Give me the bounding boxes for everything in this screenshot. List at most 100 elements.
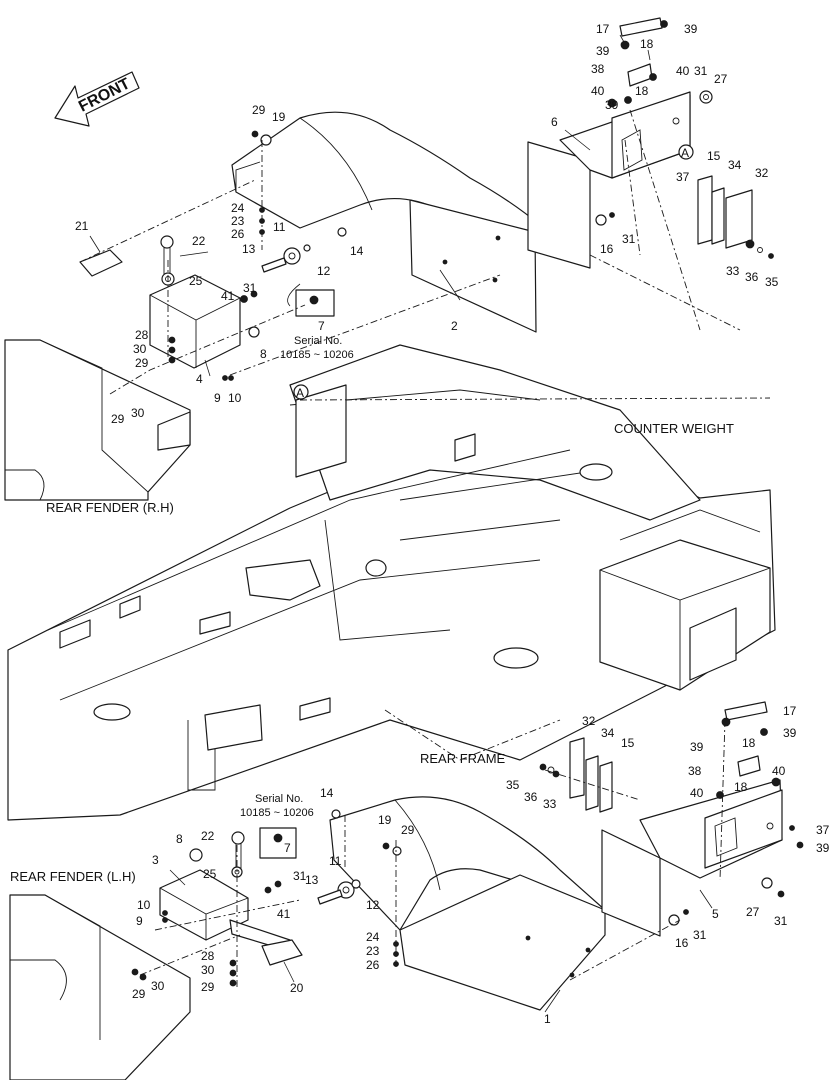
callout: 1 bbox=[544, 1012, 551, 1026]
callout: 13 bbox=[242, 242, 256, 256]
callout: 29 bbox=[132, 987, 146, 1001]
callout: 33 bbox=[726, 264, 740, 278]
callout: 22 bbox=[192, 234, 206, 248]
rear-fender-lh-body bbox=[9, 894, 191, 1080]
callout: 37 bbox=[676, 170, 690, 184]
callout: 29 bbox=[135, 356, 149, 370]
callout: 5 bbox=[712, 907, 719, 921]
callout: 36 bbox=[524, 790, 538, 804]
callout: 23 bbox=[366, 944, 380, 958]
callout: 12 bbox=[366, 898, 380, 912]
callout: 15 bbox=[707, 149, 721, 163]
callout: 8 bbox=[260, 347, 267, 361]
callout: 21 bbox=[75, 219, 89, 233]
serial-note-lower-title: Serial No. bbox=[255, 793, 303, 805]
callout: 18 bbox=[635, 84, 649, 98]
callout: 32 bbox=[755, 166, 769, 180]
callout: 38 bbox=[591, 62, 605, 76]
callout: 28 bbox=[201, 949, 215, 963]
callout: 32 bbox=[582, 714, 596, 728]
callout: 31 bbox=[622, 232, 636, 246]
callout: 16 bbox=[675, 936, 689, 950]
callout: 33 bbox=[543, 797, 557, 811]
rear-fender-rh-part bbox=[231, 111, 541, 333]
serial-note-lower: Serial No. 10185 ~ 10206 7 bbox=[240, 793, 314, 855]
callout: 19 bbox=[272, 110, 286, 124]
callout: 31 bbox=[243, 281, 257, 295]
callout: 12 bbox=[317, 264, 331, 278]
callout: 39 bbox=[596, 44, 610, 58]
callout: 19 bbox=[378, 813, 392, 827]
callout: 9 bbox=[136, 914, 143, 928]
bracket-assembly-bottom bbox=[539, 701, 804, 937]
label-rear-fender-rh: REAR FENDER (R.H) bbox=[46, 500, 174, 515]
centerlines bbox=[79, 109, 771, 990]
callout: 9 bbox=[214, 391, 221, 405]
callout: 27 bbox=[714, 72, 728, 86]
callout: 38 bbox=[688, 764, 702, 778]
leader-lines bbox=[89, 34, 713, 1013]
callout: 26 bbox=[231, 227, 245, 241]
rear-fender-lh-part bbox=[329, 796, 606, 1011]
callout: 31 bbox=[693, 928, 707, 942]
svg-text:A: A bbox=[681, 146, 689, 160]
callout: 25 bbox=[189, 274, 203, 288]
callout: 17 bbox=[783, 704, 797, 718]
serial-note-upper-part: 7 bbox=[318, 319, 325, 333]
callout: 28 bbox=[135, 328, 149, 342]
callout: 31 bbox=[293, 869, 307, 883]
callout: 31 bbox=[774, 914, 788, 928]
callout: 39 bbox=[816, 841, 830, 855]
label-counter-weight: COUNTER WEIGHT bbox=[614, 421, 734, 436]
front-arrow: FRONT bbox=[54, 71, 140, 127]
callout: 22 bbox=[201, 829, 215, 843]
callout: 39 bbox=[684, 22, 698, 36]
callout: 11 bbox=[329, 854, 342, 868]
callout: 40 bbox=[690, 786, 704, 800]
callout: 24 bbox=[366, 930, 380, 944]
callout: 40 bbox=[772, 764, 786, 778]
serial-note-upper-range: 10185 ~ 10206 bbox=[280, 349, 354, 361]
callouts-lower: 17 39 32 34 15 39 18 35 36 33 38 40 18 4… bbox=[132, 704, 830, 1026]
callout: 39 bbox=[690, 740, 704, 754]
callout: 35 bbox=[506, 778, 520, 792]
serial-note-lower-range: 10185 ~ 10206 bbox=[240, 807, 314, 819]
callout: 17 bbox=[596, 22, 610, 36]
callout: 4 bbox=[196, 372, 203, 386]
label-rear-fender-lh: REAR FENDER (L.H) bbox=[10, 869, 136, 884]
callout: 10 bbox=[137, 898, 151, 912]
label-rear-frame: REAR FRAME bbox=[420, 751, 506, 766]
callout: 3 bbox=[152, 853, 159, 867]
callout: 27 bbox=[746, 905, 760, 919]
callout: 6 bbox=[551, 115, 558, 129]
callout: 31 bbox=[694, 64, 708, 78]
callout: 16 bbox=[600, 242, 614, 256]
callout: 18 bbox=[640, 37, 654, 51]
callout: 37 bbox=[816, 823, 830, 837]
callout: 34 bbox=[601, 726, 615, 740]
callout: 39 bbox=[605, 98, 619, 112]
callout: 2 bbox=[451, 319, 458, 333]
callout: 26 bbox=[366, 958, 380, 972]
callout: 40 bbox=[591, 84, 605, 98]
svg-text:A: A bbox=[296, 386, 304, 400]
callout: 20 bbox=[290, 981, 304, 995]
callout: 29 bbox=[401, 823, 415, 837]
callout: 8 bbox=[176, 832, 183, 846]
serial-note-upper: Serial No. 10185 ~ 10206 7 bbox=[280, 283, 354, 361]
serial-note-upper-title: Serial No. bbox=[294, 335, 342, 347]
callout: 14 bbox=[350, 244, 364, 258]
callout: 10 bbox=[228, 391, 242, 405]
callout: 29 bbox=[201, 980, 215, 994]
callout: 15 bbox=[621, 736, 635, 750]
callout: 14 bbox=[320, 786, 334, 800]
callout: 23 bbox=[231, 214, 245, 228]
callout: 40 bbox=[676, 64, 690, 78]
callout: 25 bbox=[203, 867, 217, 881]
callout: 18 bbox=[734, 780, 748, 794]
callout: 36 bbox=[745, 270, 759, 284]
callout: 34 bbox=[728, 158, 742, 172]
callouts-upper: 17 39 18 39 38 18 40 31 27 40 39 6 15 34… bbox=[75, 22, 779, 426]
